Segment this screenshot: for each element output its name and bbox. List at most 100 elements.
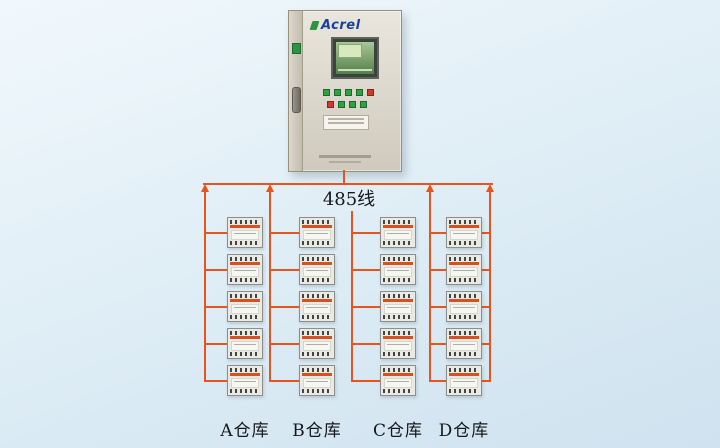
device-connection-line [205, 343, 227, 345]
device-terminals [230, 294, 260, 298]
device-brand-band [302, 373, 332, 376]
meter-device [299, 365, 335, 396]
device-terminals [383, 315, 413, 319]
device-terminals [230, 331, 260, 335]
device-terminals [383, 352, 413, 356]
device-connection-line [270, 269, 299, 271]
indicator-light [334, 89, 341, 96]
device-terminals [383, 278, 413, 282]
device-terminals [302, 315, 332, 319]
meter-device [380, 328, 416, 359]
up-arrow-icon [266, 184, 274, 192]
device-brand-band [230, 225, 260, 228]
rs485-feeder-line [204, 192, 206, 382]
indicator-light [327, 101, 334, 108]
indicator-light [323, 89, 330, 96]
meter-device [380, 291, 416, 322]
device-connection-line [482, 343, 490, 345]
device-label-area [384, 304, 412, 314]
meter-device [446, 254, 482, 285]
bus-label: 485线 [308, 185, 390, 211]
device-brand-band [230, 299, 260, 302]
indicator-light [349, 101, 356, 108]
device-label-area [384, 378, 412, 388]
meter-device [299, 328, 335, 359]
device-brand-band [383, 336, 413, 339]
device-terminals [230, 257, 260, 261]
device-label-area [450, 304, 478, 314]
device-terminals [230, 278, 260, 282]
device-label-area [384, 341, 412, 351]
device-connection-line [430, 343, 446, 345]
meter-device [446, 217, 482, 248]
device-terminals [449, 278, 479, 282]
device-terminals [383, 389, 413, 393]
cabinet-footer-text-bar [329, 161, 361, 163]
device-label-area [231, 378, 259, 388]
device-terminals [230, 315, 260, 319]
device-label-area [450, 341, 478, 351]
meter-device [299, 254, 335, 285]
device-connection-line [352, 306, 380, 308]
device-brand-band [383, 262, 413, 265]
device-connection-line [205, 380, 227, 382]
warehouse-label: A仓库 [220, 421, 270, 441]
device-terminals [302, 278, 332, 282]
device-terminals [302, 220, 332, 224]
device-connection-line [352, 343, 380, 345]
device-terminals [230, 241, 260, 245]
device-terminals [302, 331, 332, 335]
device-label-area [450, 378, 478, 388]
screen-chart-area [338, 44, 362, 58]
meter-device [227, 217, 263, 248]
device-brand-band [449, 336, 479, 339]
device-brand-band [302, 262, 332, 265]
device-connection-line [430, 232, 446, 234]
device-connection-line [205, 269, 227, 271]
device-label-area [303, 304, 331, 314]
device-terminals [302, 241, 332, 245]
device-terminals [449, 368, 479, 372]
device-connection-line [482, 269, 490, 271]
device-brand-band [449, 262, 479, 265]
indicator-light [338, 101, 345, 108]
meter-device [446, 291, 482, 322]
device-label-area [303, 341, 331, 351]
warehouse-label: D仓库 [438, 421, 490, 441]
meter-device [380, 254, 416, 285]
device-terminals [449, 257, 479, 261]
rs485-feeder-line [429, 192, 431, 382]
device-brand-band [302, 336, 332, 339]
device-label-area [450, 267, 478, 277]
device-connection-line [270, 232, 299, 234]
device-terminals [449, 241, 479, 245]
indicator-light [367, 89, 374, 96]
brand-text: Acrel [321, 18, 361, 33]
rs485-feeder-line [351, 192, 353, 382]
meter-device [299, 217, 335, 248]
device-brand-band [383, 299, 413, 302]
acrel-logo: Acrel [309, 18, 361, 33]
device-label-area [384, 267, 412, 277]
cabinet-footer-text-bar [319, 155, 371, 158]
device-label-area [231, 267, 259, 277]
indicator-row [323, 89, 374, 96]
up-arrow-icon [426, 184, 434, 192]
device-terminals [383, 294, 413, 298]
device-brand-band [230, 373, 260, 376]
device-label-area [384, 230, 412, 240]
device-connection-line [482, 306, 490, 308]
control-cabinet: Acrel [288, 10, 402, 172]
indicator-light [356, 89, 363, 96]
device-brand-band [449, 373, 479, 376]
device-terminals [449, 220, 479, 224]
meter-device [227, 328, 263, 359]
cabinet-screen [331, 37, 379, 79]
meter-device [227, 254, 263, 285]
indicator-light [345, 89, 352, 96]
device-connection-line [430, 306, 446, 308]
device-terminals [230, 389, 260, 393]
device-terminals [230, 368, 260, 372]
device-connection-line [430, 269, 446, 271]
device-terminals [383, 220, 413, 224]
